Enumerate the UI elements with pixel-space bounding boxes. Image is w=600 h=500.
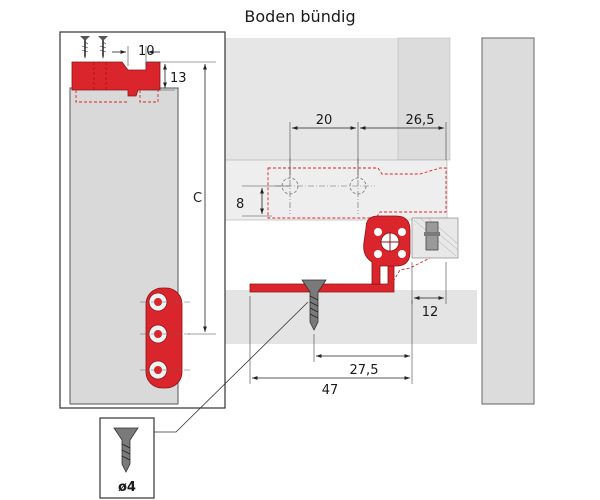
side-wall-strip [224, 159, 448, 221]
screw-diameter-label: ø4 [118, 480, 136, 495]
countersunk-screw-icon [301, 279, 327, 331]
small-screw-icon [98, 36, 108, 59]
dimension-8: 8 [236, 185, 290, 217]
dimension-label-c: C [193, 191, 202, 206]
right-side-panel [481, 37, 535, 405]
dimension-47: 47 [249, 296, 410, 398]
dimension-26-5: 26,5 [360, 113, 447, 160]
screw-detail-box: ø4 [99, 417, 155, 499]
dimension-label-13: 13 [170, 71, 187, 86]
dimension-10: 10 [112, 44, 160, 66]
small-screw-icon [80, 36, 90, 59]
upper-side-block [397, 37, 451, 161]
dimension-label-26-5: 26,5 [406, 113, 435, 128]
dimension-label-8: 8 [236, 197, 244, 212]
detail-leader-line [154, 301, 309, 433]
detail-screw-icon [113, 427, 139, 473]
dimension-12: 12 [411, 262, 447, 320]
slide-rail-group [249, 158, 459, 293]
dimension-label-47: 47 [322, 383, 339, 398]
dimension-13: 13 [150, 61, 216, 91]
dimension-c: C [188, 63, 216, 335]
dimension-20: 20 [289, 113, 359, 178]
dimension-label-12: 12 [422, 305, 439, 320]
dimension-label-27-5: 27,5 [350, 363, 379, 378]
front-panel-group [59, 31, 226, 409]
dimension-label-10: 10 [138, 44, 155, 59]
diagram-title: Boden bündig [244, 7, 355, 26]
dimension-27-5: 27,5 [313, 300, 413, 384]
dimension-label-20: 20 [316, 113, 333, 128]
